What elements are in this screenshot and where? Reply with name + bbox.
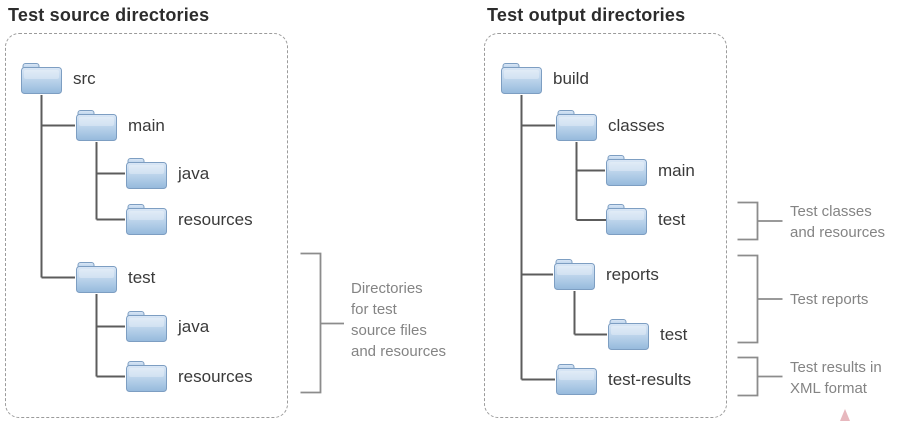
annotation-test-results: Test results in XML format [790,359,882,397]
tree-node-build: build [500,62,589,95]
right-diagram-title: Test output directories [487,5,686,25]
folder-label: main [128,115,165,135]
folder-label: test [658,209,686,229]
folder-icon [605,154,648,187]
tree-node-main-resources: resources [125,203,253,236]
folder-icon [605,203,648,236]
tree-node-main: main [75,109,165,142]
folder-icon [555,109,598,142]
bracket-test-classes [737,201,783,241]
right-diagram-box [484,33,727,418]
left-diagram-box [5,33,288,418]
tree-node-test-results: test-results [555,363,691,396]
folder-icon [125,310,168,343]
folder-icon [553,258,596,291]
bracket-test-source [300,252,344,394]
folder-label: test-results [608,369,692,389]
folder-label: java [178,316,210,336]
left-diagram-title: Test source directories [8,5,210,25]
folder-icon [500,62,543,95]
tree-node-test-java: java [125,310,209,343]
tree-node-classes: classes [555,109,665,142]
folder-icon [75,109,118,142]
folder-icon [125,360,168,393]
tree-node-reports: reports [553,258,659,291]
folder-label: resources [178,209,253,229]
folder-label: java [178,163,210,183]
bracket-test-results [737,356,783,397]
tree-node-main-java: java [125,157,209,190]
annotation-test-source-dirs: Directories for test source files and re… [351,280,447,360]
folder-label: main [658,160,695,180]
folder-icon [125,203,168,236]
folder-label: classes [608,115,665,135]
folder-icon [125,157,168,190]
folder-icon [20,62,63,95]
folder-label: test [128,267,156,287]
tree-node-classes-main: main [605,154,695,187]
bracket-test-reports [737,254,783,344]
folder-label: build [553,68,589,88]
folder-icon [75,261,118,294]
folder-label: src [73,68,96,88]
tree-node-classes-test: test [605,203,685,236]
folder-icon [607,318,650,351]
folder-label: resources [178,366,253,386]
folder-label: reports [606,264,659,284]
tree-node-src: src [20,62,96,95]
tree-node-reports-test: test [607,318,687,351]
folder-icon [555,363,598,396]
red-watermark-artifact [840,409,850,421]
tree-node-test: test [75,261,155,294]
tree-node-test-resources: resources [125,360,253,393]
annotation-test-classes: Test classes and resources [790,203,886,241]
annotation-test-reports: Test reports [790,291,869,308]
folder-label: test [660,324,688,344]
